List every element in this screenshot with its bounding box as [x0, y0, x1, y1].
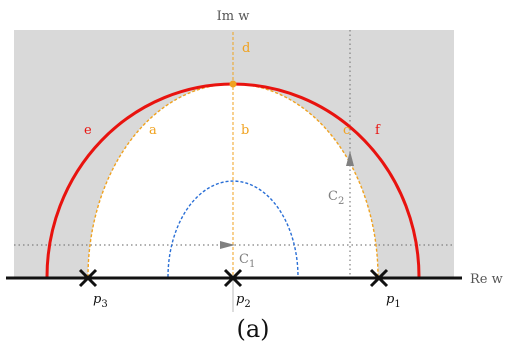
- pole-label-p1: p1: [386, 292, 401, 310]
- contour-c1-arrow: [220, 241, 235, 249]
- pole-label-p2: p2: [236, 292, 251, 310]
- curve-label-f: f: [375, 123, 381, 138]
- curve-label-e: e: [84, 123, 92, 138]
- curve-label-b: b: [241, 123, 249, 138]
- curve-label-c: c: [343, 123, 350, 138]
- curve-label-d: d: [242, 41, 250, 56]
- shaded-region: [14, 30, 454, 277]
- figure-caption: (a): [236, 315, 269, 343]
- contour-label-c2: C2: [328, 189, 344, 207]
- curve-label-a: a: [149, 123, 157, 138]
- contour-c2-arrow: [346, 151, 354, 166]
- small-arc: [167, 180, 299, 278]
- pole-label-p3: p3: [93, 292, 108, 310]
- contour-label-c1: C1: [239, 252, 255, 270]
- pole-marker-p1: [369, 268, 389, 288]
- pole-marker-p3: [78, 268, 98, 288]
- top-intersection-dot: [229, 80, 237, 88]
- imaginary-axis-label: Im w: [217, 9, 250, 24]
- real-axis-label: Re w: [470, 272, 503, 287]
- pole-marker-p2: [223, 268, 243, 288]
